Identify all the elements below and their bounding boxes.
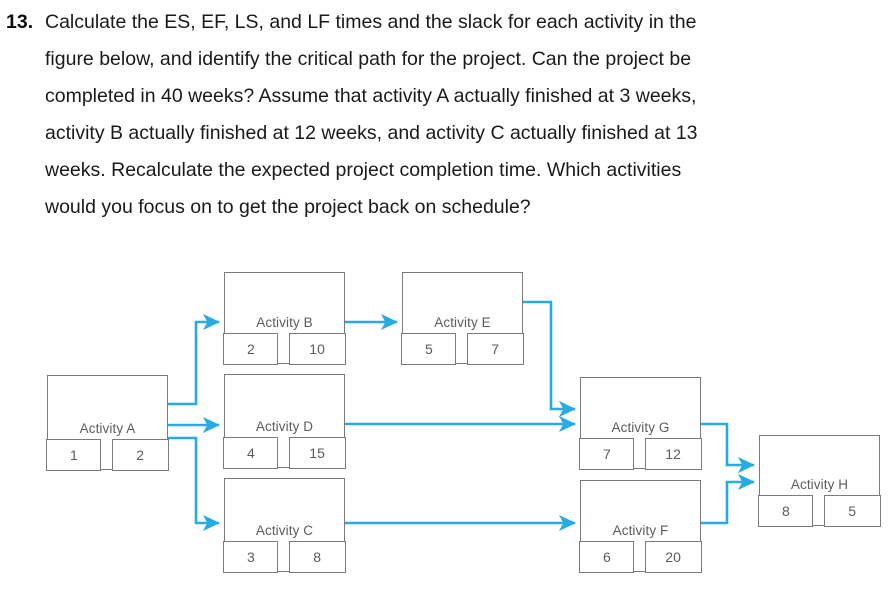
node-label: Activity G	[611, 420, 670, 435]
question-line: would you focus on to get the project ba…	[0, 189, 891, 226]
node-right-value: 5	[823, 494, 881, 527]
question-line: activity B actually finished at 12 weeks…	[0, 115, 891, 152]
node-label: Activity F	[612, 523, 669, 538]
question-line-text: weeks. Recalculate the expected project …	[45, 159, 682, 181]
node-label: Activity E	[434, 315, 491, 330]
node-left-value: 4	[223, 436, 279, 469]
node-activity-b[interactable]: Activity B 2 10	[223, 272, 346, 365]
node-label: Activity H	[790, 477, 849, 492]
node-right-value: 10	[288, 332, 346, 365]
node-right-value: 12	[644, 437, 702, 470]
question-line-text: completed in 40 weeks? Assume that activ…	[45, 85, 697, 107]
node-label: Activity D	[255, 419, 314, 434]
node-label: Activity C	[255, 523, 314, 538]
question-line-text: activity B actually finished at 12 weeks…	[45, 122, 698, 144]
question-block: 13. Calculate the ES, EF, LS, and LF tim…	[0, 0, 891, 226]
question-number: 13.	[6, 11, 34, 33]
question-line: weeks. Recalculate the expected project …	[0, 152, 891, 189]
node-label: Activity A	[79, 421, 136, 436]
node-right-value: 2	[111, 438, 169, 471]
edge-g-to-h	[700, 422, 756, 474]
node-right-value: 7	[466, 332, 524, 365]
node-right-value: 8	[288, 540, 346, 573]
node-left-value: 7	[579, 437, 635, 470]
node-left-value: 1	[46, 438, 102, 471]
edge-a-to-b	[168, 313, 221, 406]
edge-a-to-c	[168, 436, 221, 532]
node-left-value: 8	[758, 494, 814, 527]
edge-f-to-h	[700, 473, 756, 525]
question-line-text: figure below, and identify the critical …	[45, 48, 692, 70]
node-label: Activity B	[256, 315, 313, 330]
node-left-value: 2	[223, 332, 279, 365]
node-activity-a[interactable]: Activity A 1 2	[46, 375, 169, 471]
node-activity-d[interactable]: Activity D 4 15	[223, 374, 346, 469]
edge-e-to-g	[522, 300, 577, 418]
node-right-value: 20	[644, 540, 702, 573]
question-line: figure below, and identify the critical …	[0, 41, 891, 78]
node-activity-c[interactable]: Activity C 3 8	[223, 478, 346, 573]
node-left-value: 5	[401, 332, 457, 365]
question-line: 13. Calculate the ES, EF, LS, and LF tim…	[0, 4, 891, 41]
node-right-value: 15	[288, 436, 346, 469]
question-line: completed in 40 weeks? Assume that activ…	[0, 78, 891, 115]
node-activity-e[interactable]: Activity E 5 7	[401, 272, 524, 365]
question-line-text: Calculate the ES, EF, LS, and LF times a…	[45, 11, 697, 33]
node-activity-f[interactable]: Activity F 6 20	[579, 480, 702, 573]
node-left-value: 6	[579, 540, 635, 573]
node-activity-h[interactable]: Activity H 8 5	[758, 435, 881, 527]
node-left-value: 3	[223, 540, 279, 573]
question-line-text: would you focus on to get the project ba…	[45, 196, 531, 218]
node-activity-g[interactable]: Activity G 7 12	[579, 377, 702, 470]
